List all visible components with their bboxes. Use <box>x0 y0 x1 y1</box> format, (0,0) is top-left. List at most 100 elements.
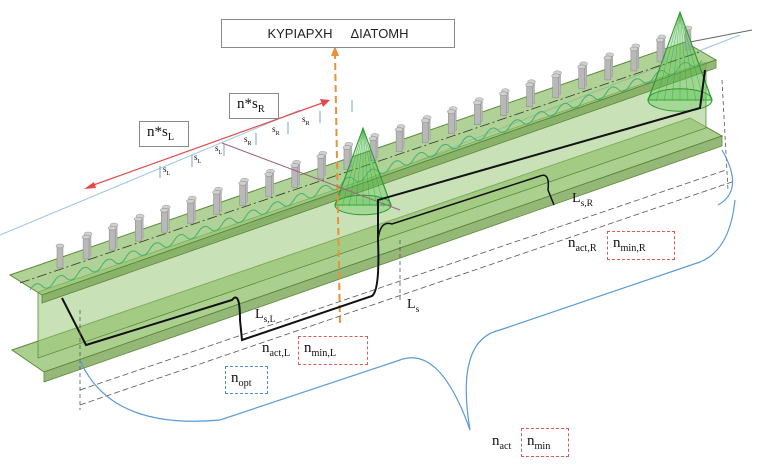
shear-stud <box>239 183 246 206</box>
stud-head <box>603 55 613 61</box>
ns-r-box <box>229 93 279 119</box>
load-cone-middle-rib <box>348 127 364 207</box>
total-brace <box>79 199 736 431</box>
ls-dimension-line-outer <box>79 181 733 406</box>
ns-l-box <box>139 121 189 147</box>
title-word-2: ΔΙΑΤΟΜΗ <box>350 26 409 41</box>
stud-head <box>186 198 195 204</box>
load-cone-right-rib <box>679 11 697 102</box>
load-cones <box>334 10 713 216</box>
stud-head <box>160 207 169 213</box>
spacing-r-label: sR <box>244 134 252 147</box>
stud-head <box>368 136 378 141</box>
load-cone-right-rib <box>671 11 681 101</box>
force-curve-right <box>377 174 555 241</box>
shear-stud <box>500 93 507 116</box>
stud-head <box>55 243 65 249</box>
n-min-l-box <box>298 336 368 365</box>
force-curve-left <box>61 69 706 347</box>
n-act-l-label: nact,L <box>262 340 291 359</box>
stud-head <box>655 37 665 43</box>
shear-stud <box>421 120 429 143</box>
stud-head <box>81 234 91 240</box>
stud-head <box>107 225 117 231</box>
spacing-r-label: sR <box>302 114 310 127</box>
n-min-box <box>521 428 569 457</box>
stud-head <box>290 163 300 168</box>
shear-studs <box>55 25 693 269</box>
load-cone-middle-rib <box>362 127 378 207</box>
shear-stud <box>161 209 168 233</box>
stud-head <box>134 216 143 222</box>
n-min-r-label: nmin,R <box>613 235 646 254</box>
load-cone-right-rib <box>655 11 681 102</box>
load-cone-middle-rib <box>362 127 371 206</box>
title-word-1: ΚΥΡΙΑΡΧΗ <box>267 26 333 41</box>
spacing-l-label: sL <box>215 143 223 156</box>
stud-head <box>473 100 482 105</box>
stud-head <box>629 46 639 52</box>
bottom-flange-edge <box>43 135 723 383</box>
load-cone-middle-rib <box>362 127 392 208</box>
shear-stud <box>474 102 481 125</box>
stud-head <box>525 82 534 88</box>
shear-stud <box>187 200 194 224</box>
ls-dimension-line <box>79 169 727 391</box>
shear-stud <box>213 192 220 215</box>
spacing-leader <box>221 142 401 211</box>
top-flange-edge <box>41 59 717 304</box>
n-act-label: nact <box>492 433 512 452</box>
load-cone-right-rib <box>647 11 681 103</box>
n-opt-box <box>225 366 268 394</box>
spacing-r-label: sR <box>272 124 280 137</box>
dimension-arrow-right <box>320 99 330 107</box>
shear-stud <box>578 66 585 90</box>
stud-head <box>447 109 456 114</box>
shear-stud <box>56 245 64 269</box>
load-cone-middle-rib <box>341 127 364 207</box>
axis-line <box>689 29 753 43</box>
shear-stud <box>317 156 325 179</box>
stud-head <box>342 145 352 150</box>
flange-wave <box>29 60 703 291</box>
shear-stud <box>291 165 299 188</box>
stud-head <box>577 64 586 70</box>
shear-stud <box>552 75 559 99</box>
brace-end <box>717 149 734 206</box>
shear-stud <box>656 39 664 63</box>
stud-head <box>264 172 273 177</box>
shear-stud <box>82 236 90 260</box>
load-cone-right-rib <box>679 11 689 101</box>
spacing-l-label: sL <box>194 152 202 165</box>
stud-head <box>551 73 560 79</box>
ns-r-label: n*sR <box>237 96 265 115</box>
load-cone-right-rib <box>663 11 681 102</box>
dominant-section-title-box: ΚΥΡΙΑΡΧΗ ΔΙΑΤΟΜΗ <box>221 19 455 48</box>
ns-dimension-line <box>87 101 326 188</box>
dimension-arrow-left <box>84 182 96 189</box>
stud-head <box>212 190 221 195</box>
stud-head <box>394 127 404 132</box>
shear-stud <box>448 111 455 134</box>
n-min-label: nmin <box>527 433 551 452</box>
shear-stud <box>395 129 403 152</box>
ns-l-label: n*sL <box>147 124 175 143</box>
load-cone-middle-rib <box>362 127 385 207</box>
ls-l-label: Ls,L <box>255 307 276 325</box>
load-cone-right-rib <box>679 11 713 103</box>
n-opt-label: nopt <box>231 370 252 389</box>
dominant-section-line <box>334 51 341 326</box>
shear-stud <box>604 57 612 81</box>
dimension-lines <box>61 46 736 431</box>
stud-head <box>499 91 508 96</box>
ls-label: Ls <box>407 297 420 315</box>
ls-r-label: Ls,R <box>572 191 593 209</box>
shear-stud <box>265 174 272 197</box>
load-cone-middle-rib <box>334 127 364 208</box>
guide-line <box>0 109 301 236</box>
stud-head <box>238 181 247 186</box>
n-act-r-label: nact,R <box>568 235 597 254</box>
dimension-extension <box>721 79 729 191</box>
